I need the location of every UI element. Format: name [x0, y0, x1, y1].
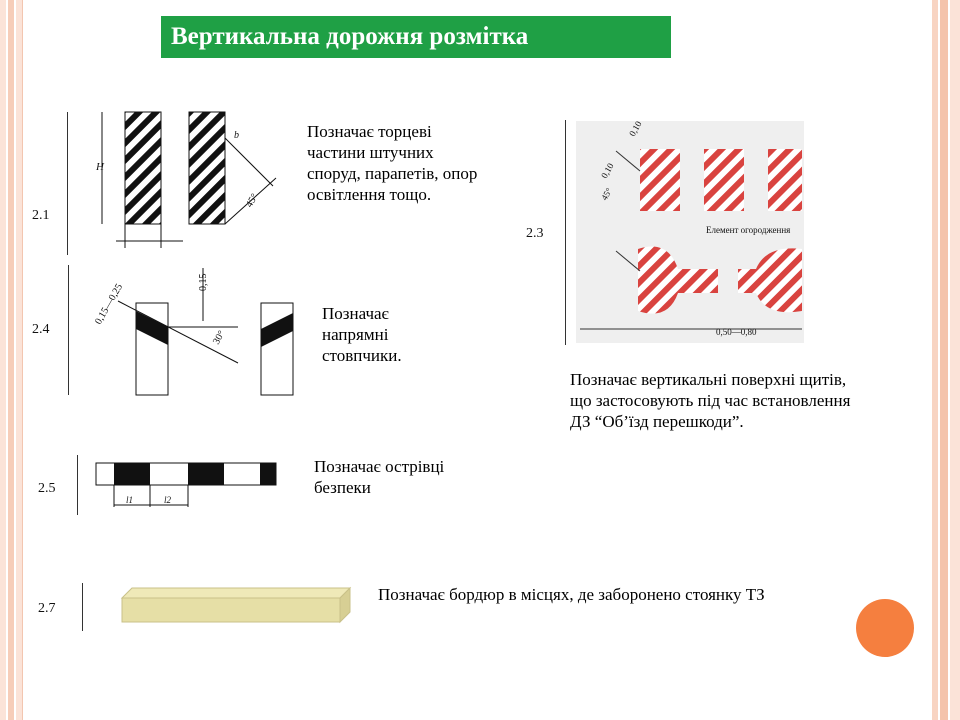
label-height: Н: [95, 161, 105, 173]
code-2-4: 2.4: [32, 322, 50, 337]
code-2-3: 2.3: [526, 226, 544, 241]
desc-2-5: Позначає острівці безпеки: [314, 457, 445, 497]
label-top-2-4: 0,15: [198, 274, 209, 292]
code-2-7: 2.7: [38, 601, 56, 616]
code-2-5: 2.5: [38, 481, 56, 496]
left-decorative-border: [0, 0, 22, 720]
separator-2-1: [67, 112, 68, 255]
diagram-2-3: 0,10 0,10 45° Елемент огородження 0,50—0…: [576, 119, 804, 343]
slide-title: Вертикальна дорожня розмітка: [161, 16, 671, 58]
decorative-orange-dot: [856, 599, 914, 657]
left-border-line: [22, 0, 23, 720]
desc-2-4: Позначає напрямні стовпчики.: [322, 304, 402, 365]
label-l2: l2: [164, 495, 172, 505]
curb-image-2-7: [120, 586, 352, 624]
diagram-2-1: Н b 45°: [95, 111, 277, 248]
label-element: Елемент огородження: [706, 225, 790, 235]
diagram-2-4: 0,15—0,25 0,15 30°: [93, 268, 294, 396]
label-b: b: [234, 130, 239, 141]
right-decorative-border: [932, 0, 960, 720]
desc-2-7: Позначає бордюр в місцях, де заборонено …: [378, 585, 765, 604]
separator-2-5: [77, 455, 78, 515]
separator-2-3: [565, 120, 566, 345]
label-l1: l1: [126, 495, 133, 505]
label-range-2-3: 0,50—0,80: [716, 327, 757, 337]
label-angle-2-4: 30°: [211, 329, 228, 347]
separator-2-7: [82, 583, 83, 631]
diagram-2-5: l1 l2: [95, 462, 277, 507]
code-2-1: 2.1: [32, 208, 50, 223]
desc-2-1: Позначає торцеві частини штучних споруд,…: [307, 122, 478, 204]
separator-2-4: [68, 265, 69, 395]
label-range-2-4: 0,15—0,25: [93, 282, 125, 326]
desc-2-3: Позначає вертикальні поверхні щитів, що …: [570, 370, 851, 431]
